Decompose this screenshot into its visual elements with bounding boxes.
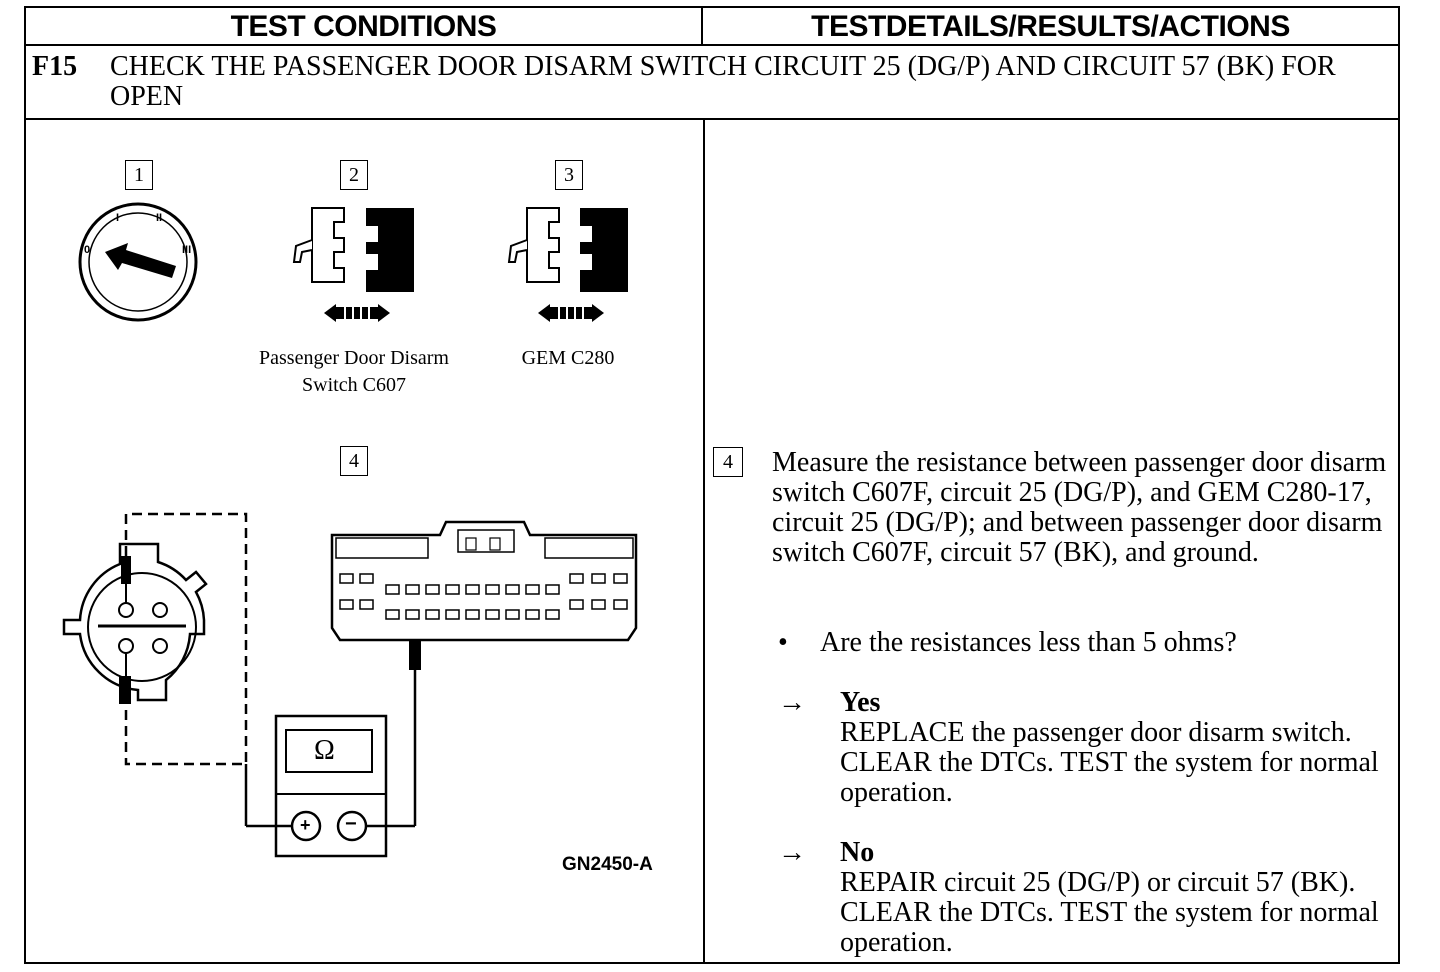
gem-connector-face-icon [330, 520, 638, 826]
ohm-symbol: Ω [314, 735, 335, 766]
ignition-mark-1: I [116, 212, 120, 224]
gem-connector-icon [507, 207, 628, 322]
step-row: F15 CHECK THE PASSENGER DOOR DISARM SWIT… [26, 46, 1398, 120]
callout-2: 2 [340, 160, 368, 190]
question-text: Are the resistances less than 5 ohms? [820, 627, 1237, 658]
step-number: F15 [32, 51, 78, 82]
no-arrow: → [778, 837, 806, 868]
yes-arrow: → [778, 687, 806, 718]
gem-caption: GEM C280 [521, 347, 615, 369]
callout-4-figure: 4 [340, 446, 368, 476]
yes-label: Yes [840, 687, 881, 718]
no-label: No [840, 837, 875, 868]
figure-code: GN2450-A [562, 854, 653, 875]
test-details-header: TESTDETAILS/RESULTS/ACTIONS [703, 8, 1398, 46]
step-title: CHECK THE PASSENGER DOOR DISARM SWITCH C… [110, 51, 1336, 112]
multimeter-icon [244, 714, 415, 858]
door-switch-caption-line1: Passenger Door Disarm [259, 347, 449, 369]
meter-minus-terminal: − [345, 813, 357, 835]
callout-1: 1 [125, 160, 153, 190]
ignition-mark-0: 0 [84, 244, 91, 256]
round-connector-icon [62, 542, 208, 704]
test-conditions-header: TEST CONDITIONS [26, 8, 703, 46]
column-divider [703, 120, 705, 964]
ignition-mark-2: II [156, 212, 163, 224]
bullet: • [778, 627, 788, 658]
door-switch-connector-icon [292, 207, 414, 322]
instruction-text: Measure the resistance between passenger… [772, 447, 1387, 568]
callout-4-details: 4 [713, 447, 743, 477]
procedure-table: TEST CONDITIONS TESTDETAILS/RESULTS/ACTI… [24, 6, 1400, 964]
door-switch-caption-line2: Switch C607 [302, 374, 406, 396]
ignition-mark-3: III [182, 244, 192, 256]
door-switch-caption: Passenger Door Disarm Switch C607 [232, 345, 476, 399]
yes-action: REPLACE the passenger door disarm switch… [840, 717, 1379, 808]
no-action: REPAIR circuit 25 (DG/P) or circuit 57 (… [840, 867, 1379, 958]
gem-pin-grid [339, 573, 628, 620]
ignition-switch-icon [78, 202, 198, 322]
callout-3: 3 [555, 160, 583, 190]
meter-plus-terminal: + [300, 815, 311, 835]
